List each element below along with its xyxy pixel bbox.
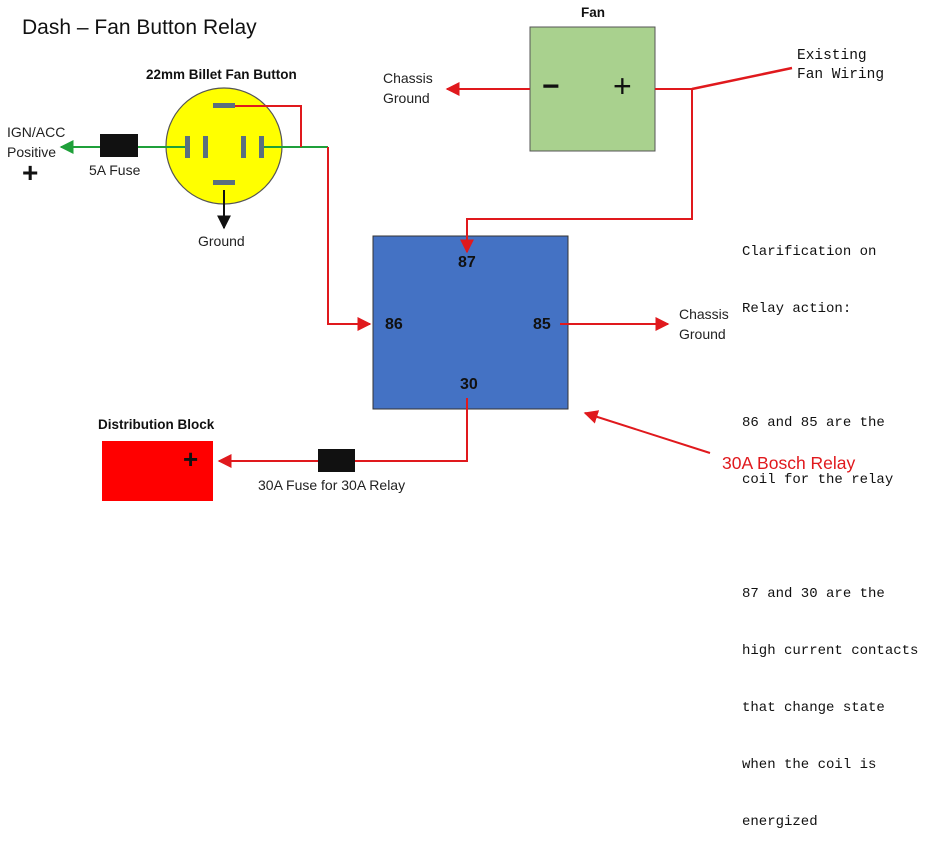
clarification-line: that change state: [742, 700, 885, 716]
relay-pointer-arrow: [583, 410, 711, 454]
distribution-block-box: [102, 441, 213, 501]
clarification-line: high current contacts: [742, 643, 919, 659]
wire-existing: [691, 66, 793, 91]
clarification-line: [742, 357, 918, 376]
relay-box: [372, 235, 569, 410]
clarification-line: coil for the relay: [742, 472, 894, 488]
relay-name-label: 30A Bosch Relay: [722, 453, 856, 473]
wiring-diagram: [59, 26, 793, 501]
clarification-line: energized: [742, 814, 818, 830]
distribution-block-plus: +: [183, 444, 199, 474]
ign-plus-sign: +: [22, 157, 39, 188]
button-terminal-3: [241, 136, 246, 158]
relay-pin-87: 87: [458, 254, 476, 271]
relay-pin-86: 86: [385, 316, 403, 333]
ign-label-line1: IGN/ACC: [7, 124, 66, 140]
wire-to-relay-87: [460, 89, 693, 254]
chassis-ground-relay-line1: Chassis: [679, 306, 729, 322]
clarification-line: Relay action:: [742, 301, 852, 317]
button-terminal-bottom: [213, 180, 235, 185]
button-terminal-1: [185, 136, 190, 158]
fuse-30a-label: 30A Fuse for 30A Relay: [258, 477, 406, 493]
fuse-30a: [318, 449, 355, 472]
existing-wiring-line2: Fan Wiring: [797, 67, 885, 83]
clarification-note: Clarification on Relay action: 86 and 85…: [742, 205, 918, 851]
wire-to-relay-86: [327, 147, 372, 331]
ign-label-line2: Positive: [7, 144, 57, 160]
clarification-line: 86 and 85 are the: [742, 415, 885, 431]
page-title: Dash – Fan Button Relay: [22, 16, 257, 39]
clarification-line: when the coil is: [742, 757, 877, 773]
clarification-line: 87 and 30 are the: [742, 586, 885, 602]
chassis-ground-fan-line1: Chassis: [383, 70, 433, 86]
fan-minus-sign: −: [542, 70, 560, 103]
distribution-block-label: Distribution Block: [98, 417, 215, 432]
wire-30-to-fuse: [355, 398, 468, 462]
fan-label: Fan: [581, 5, 606, 20]
fuse-5a: [100, 134, 138, 157]
fuse-5a-label: 5A Fuse: [89, 162, 141, 178]
chassis-ground-relay-line2: Ground: [679, 326, 726, 342]
relay-pin-85: 85: [533, 316, 551, 333]
fan-button-label: 22mm Billet Fan Button: [146, 67, 297, 82]
fan-plus-sign: +: [613, 68, 632, 104]
clarification-line: Clarification on: [742, 244, 877, 260]
button-terminal-top: [213, 103, 235, 108]
button-ground-label: Ground: [198, 233, 245, 249]
button-terminal-2: [203, 136, 208, 158]
relay-pin-30: 30: [460, 376, 478, 393]
clarification-line: [742, 528, 918, 547]
existing-wiring-line1: Existing: [797, 48, 867, 64]
button-terminal-4: [259, 136, 264, 158]
chassis-ground-fan-line2: Ground: [383, 90, 430, 106]
wire-button-to-86: [235, 105, 302, 147]
